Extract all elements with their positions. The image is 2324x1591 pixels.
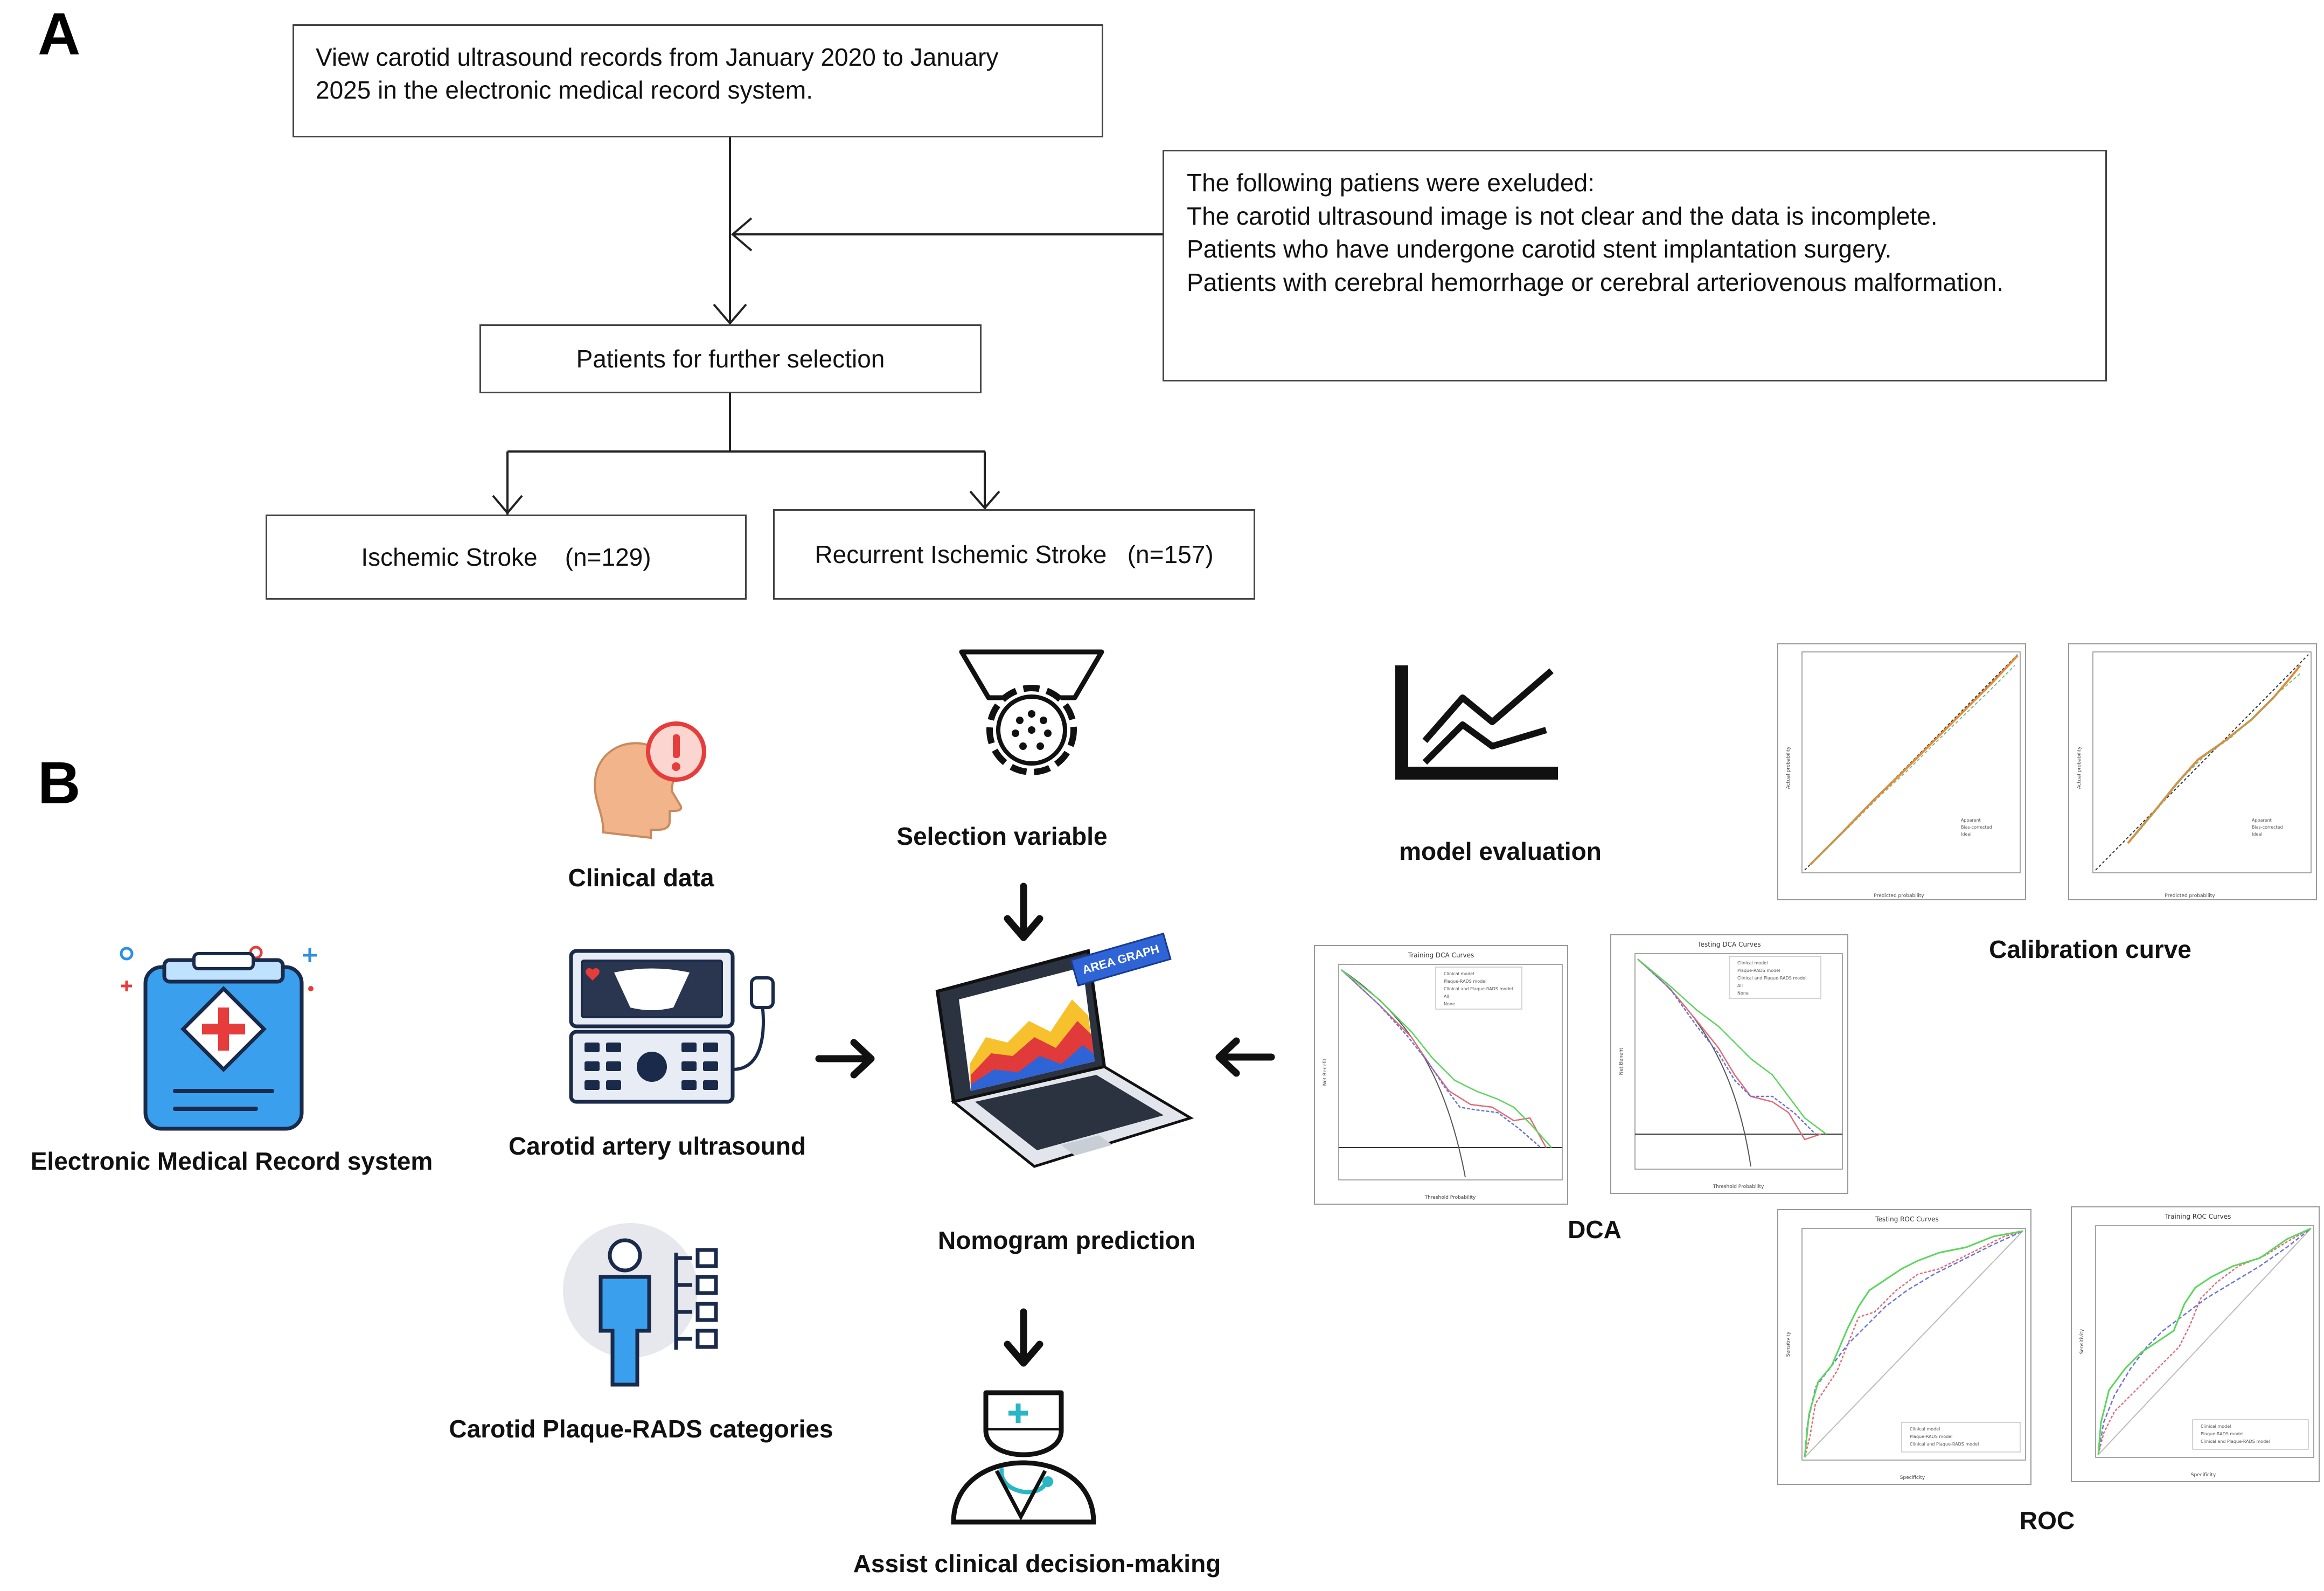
roc-left-ylabel: Sensitivity — [1786, 1331, 1791, 1357]
roc-chart-right: Training ROC Curves Clinical model Plaqu… — [2071, 1206, 2320, 1482]
recurrent-box: Recurrent Ischemic Stroke (n=157) — [773, 509, 1255, 600]
roc-right-title: Training ROC Curves — [2165, 1213, 2231, 1220]
cal-right-ylabel: Actual probability — [2077, 746, 2082, 789]
roc-left-legend-2: Plaque-RADS model — [1910, 1434, 1952, 1439]
laptop-area-graph-icon — [935, 949, 1194, 1168]
cal-left-legend-1: Apparent — [1961, 818, 1981, 823]
selection-box: Patients for further selection — [479, 324, 982, 393]
roc-right-legend-3: Clinical and Plaque-RADS model — [2201, 1439, 2270, 1444]
panel-a-connectors — [492, 137, 1164, 515]
dca-left-legend-1: Clinical model — [1444, 971, 1474, 976]
selection-box-label: Patients for further selection — [576, 344, 885, 373]
roc-label: ROC — [2019, 1506, 2075, 1534]
dca-left-legend-3: Clinical and Plaque-RADS model — [1444, 986, 1513, 991]
ultrasound-label: Carotid artery ultrasound — [508, 1132, 806, 1160]
dca-right-title: Testing DCA Curves — [1697, 941, 1761, 948]
dca-left-legend-4: All — [1444, 994, 1449, 999]
excluded-item-2: Patients who have undergone carotid sten… — [1187, 235, 1892, 263]
dca-right-legend-4: All — [1737, 983, 1743, 988]
roc-left-legend-3: Clinical and Plaque-RADS model — [1910, 1442, 1979, 1447]
calibration-chart-right: Predicted probability Actual probability… — [2068, 643, 2317, 900]
excluded-item-3: Patients with cerebral hemorrhage or cer… — [1187, 268, 2004, 296]
person-list-icon — [563, 1223, 718, 1387]
recurrent-box-label: Recurrent Ischemic Stroke (n=157) — [815, 540, 1214, 568]
excluded-box: The following patiens were exeluded: The… — [1163, 150, 2107, 381]
dca-chart-right: Testing DCA Curves Clinical model Plaque… — [1610, 934, 1848, 1194]
panel-b-letter: B — [38, 750, 81, 816]
dca-right-legend-2: Plaque-RADS model — [1737, 968, 1780, 973]
selection-variable-label: Selection variable — [896, 822, 1108, 850]
dca-left-title: Training DCA Curves — [1408, 951, 1474, 959]
dca-left-legend-5: None — [1444, 1002, 1455, 1006]
records-box: View carotid ultrasound records from Jan… — [293, 24, 1103, 137]
dca-left-legend-2: Plaque-RADS model — [1444, 979, 1486, 984]
cal-left-ylabel: Actual probability — [1786, 746, 1791, 789]
nomogram-label: Nomogram prediction — [938, 1226, 1195, 1254]
ischemic-box-label: Ischemic Stroke (n=129) — [361, 543, 651, 571]
model-evaluation-label: model evaluation — [1399, 837, 1602, 865]
dca-chart-left: Training DCA Curves Clinical model Plaqu… — [1314, 945, 1568, 1205]
dca-right-ylabel: Net Benefit — [1619, 1047, 1624, 1075]
ischemic-box: Ischemic Stroke (n=129) — [266, 515, 747, 600]
head-alert-icon — [594, 721, 706, 839]
roc-right-xlabel: Specificity — [2191, 1472, 2216, 1478]
records-line-2: 2025 in the electronic medical record sy… — [316, 75, 813, 104]
dca-right-xlabel: Threshold Probability — [1713, 1184, 1764, 1190]
cal-right-legend-1: Apparent — [2252, 818, 2272, 823]
roc-right-legend-1: Clinical model — [2201, 1424, 2231, 1429]
clipboard-icon — [120, 946, 317, 1131]
dca-right-legend-5: None — [1737, 991, 1749, 996]
dca-left-ylabel: Net Benefit — [1323, 1058, 1328, 1086]
cal-right-legend-2: Bias-corrected — [2252, 825, 2283, 830]
records-line-1: View carotid ultrasound records from Jan… — [316, 43, 999, 71]
cal-left-legend-3: Ideal — [1961, 832, 1971, 837]
dca-label: DCA — [1568, 1215, 1622, 1243]
assist-label: Assist clinical decision-making — [853, 1550, 1221, 1578]
dca-right-legend-3: Clinical and Plaque-RADS model — [1737, 976, 1806, 981]
cal-right-legend-3: Ideal — [2252, 832, 2262, 837]
excluded-heading: The following patiens were exeluded: — [1187, 169, 1595, 197]
calibration-label: Calibration curve — [1989, 935, 2191, 963]
calibration-chart-left: Predicted probability Actual probability… — [1777, 643, 2026, 900]
excluded-item-1: The carotid ultrasound image is not clea… — [1187, 202, 1938, 230]
dca-right-legend-1: Clinical model — [1737, 961, 1768, 965]
plaque-rads-label: Carotid Plaque-RADS categories — [449, 1415, 833, 1443]
ultrasound-machine-icon — [569, 949, 775, 1104]
cal-left-xlabel: Predicted probability — [1874, 893, 1924, 899]
cal-left-legend-2: Bias-corrected — [1961, 825, 1992, 830]
roc-left-legend-1: Clinical model — [1910, 1427, 1940, 1432]
panel-a-letter: A — [38, 1, 81, 67]
roc-chart-left: Testing ROC Curves Clinical model Plaque… — [1777, 1209, 2031, 1485]
roc-left-title: Testing ROC Curves — [1875, 1215, 1939, 1223]
doctor-icon — [951, 1390, 1096, 1525]
roc-right-legend-2: Plaque-RADS model — [2201, 1432, 2243, 1436]
roc-right-ylabel: Sensitivity — [2079, 1329, 2085, 1354]
gear-funnel-icon — [959, 649, 1104, 775]
line-chart-icon — [1395, 665, 1558, 780]
clinical-data-label: Clinical data — [568, 864, 714, 892]
dca-left-xlabel: Threshold Probability — [1424, 1195, 1476, 1200]
cal-right-xlabel: Predicted probability — [2165, 893, 2215, 899]
roc-left-xlabel: Specificity — [1900, 1475, 1925, 1481]
emr-label: Electronic Medical Record system — [30, 1147, 433, 1175]
